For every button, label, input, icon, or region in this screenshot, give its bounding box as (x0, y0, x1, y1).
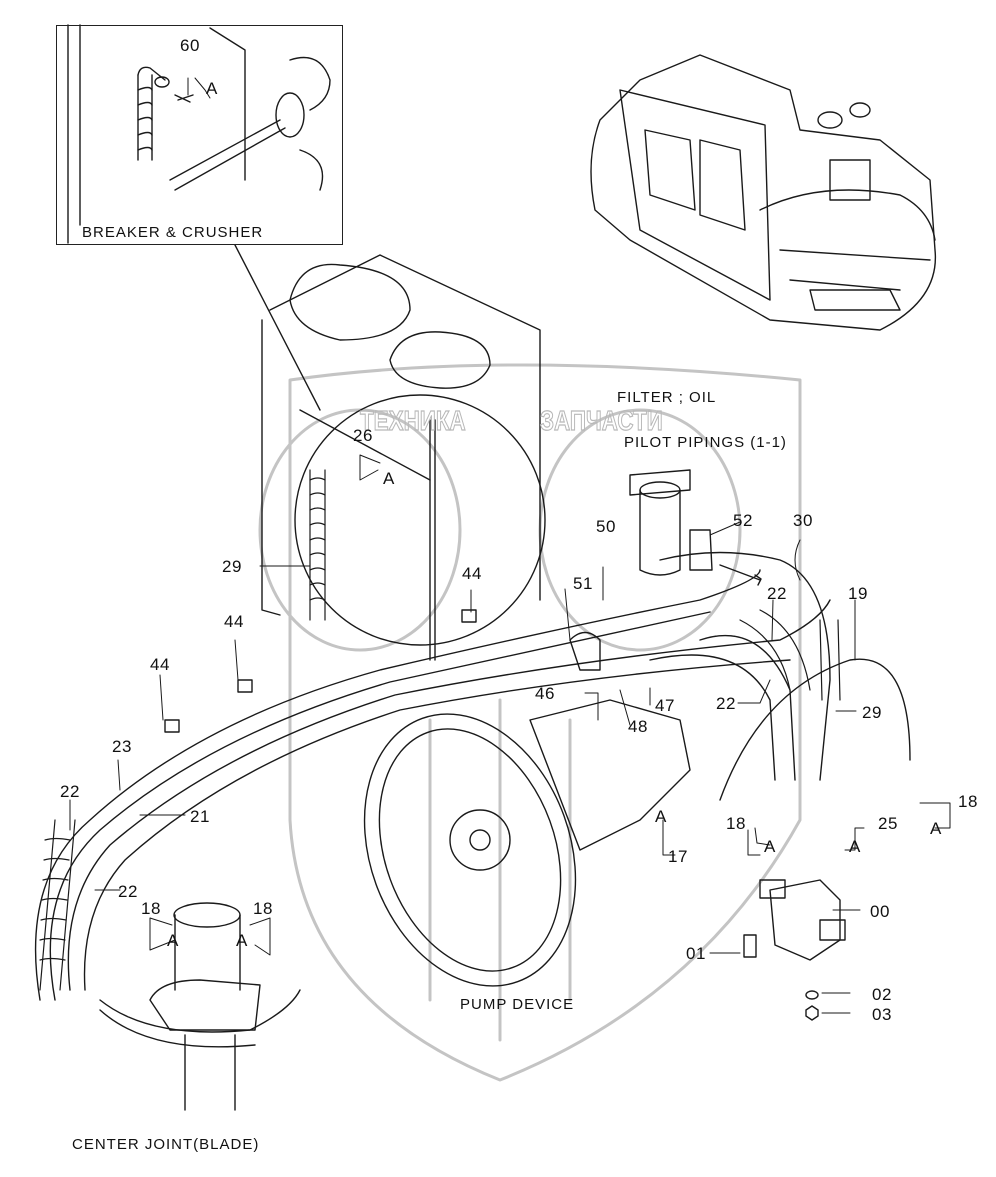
callout-18: 18 (253, 899, 273, 918)
callout-44: 44 (224, 612, 244, 631)
hose-bundle (34, 551, 911, 1001)
caption-filter-oil: FILTER ; OIL (617, 389, 717, 406)
callout-a: A (764, 837, 776, 856)
caption-pilot-pipings: PILOT PIPINGS (1-1) (624, 434, 787, 451)
pump-device (363, 699, 691, 987)
breaker-inset-illustration (67, 24, 331, 244)
oil-filter (629, 469, 691, 576)
caption-pump-device: PUMP DEVICE (460, 996, 575, 1013)
watermark-logo (258, 363, 802, 1082)
callout-a: A (206, 79, 218, 98)
callout-00: 00 (870, 902, 890, 921)
caption-breaker-crusher: BREAKER & CRUSHER (82, 224, 264, 241)
callout-46: 46 (535, 684, 555, 703)
callout-a: A (236, 931, 248, 950)
callout-60: 60 (180, 36, 200, 55)
callout-21: 21 (190, 807, 210, 826)
callout-01: 01 (686, 944, 706, 963)
callout-44: 44 (462, 564, 482, 583)
callout-a: A (383, 469, 395, 488)
callout-29: 29 (862, 703, 882, 722)
callout-47: 47 (655, 696, 675, 715)
callout-03: 03 (872, 1005, 892, 1024)
callout-18: 18 (141, 899, 161, 918)
watermark-text-left: ТЕХНИКА (360, 404, 467, 436)
callout-22: 22 (716, 694, 736, 713)
callout-18: 18 (726, 814, 746, 833)
leader-lines (69, 77, 951, 1014)
callout-29: 29 (222, 557, 242, 576)
inset-leader (234, 244, 321, 411)
callout-44: 44 (150, 655, 170, 674)
callout-19: 19 (848, 584, 868, 603)
callout-50: 50 (596, 517, 616, 536)
callout-51: 51 (573, 574, 593, 593)
callout-23: 23 (112, 737, 132, 756)
watermark-text-right: ЗАПЧАСТИ (540, 404, 664, 436)
callout-25: 25 (878, 814, 898, 833)
callout-a: A (930, 819, 942, 838)
callout-22: 22 (767, 584, 787, 603)
hydraulic-tank (261, 254, 546, 661)
spiral-guard (39, 469, 841, 991)
callout-22: 22 (118, 882, 138, 901)
callout-52: 52 (733, 511, 753, 530)
callout-48: 48 (628, 717, 648, 736)
hose-ties (164, 529, 762, 733)
breaker-crusher-inset (56, 25, 343, 245)
caption-center-joint: CENTER JOINT(BLADE) (72, 1136, 260, 1153)
pilot-valve-block (743, 879, 846, 1021)
callout-18: 18 (958, 792, 978, 811)
callout-30: 30 (793, 511, 813, 530)
callout-a: A (655, 807, 667, 826)
callout-02: 02 (872, 985, 892, 1004)
callout-17: 17 (668, 847, 688, 866)
excavator-overview-illustration (590, 54, 937, 331)
callout-a: A (849, 837, 861, 856)
callout-a: A (167, 931, 179, 950)
callout-22: 22 (60, 782, 80, 801)
callout-26: 26 (353, 426, 373, 445)
center-joint (99, 902, 301, 1111)
